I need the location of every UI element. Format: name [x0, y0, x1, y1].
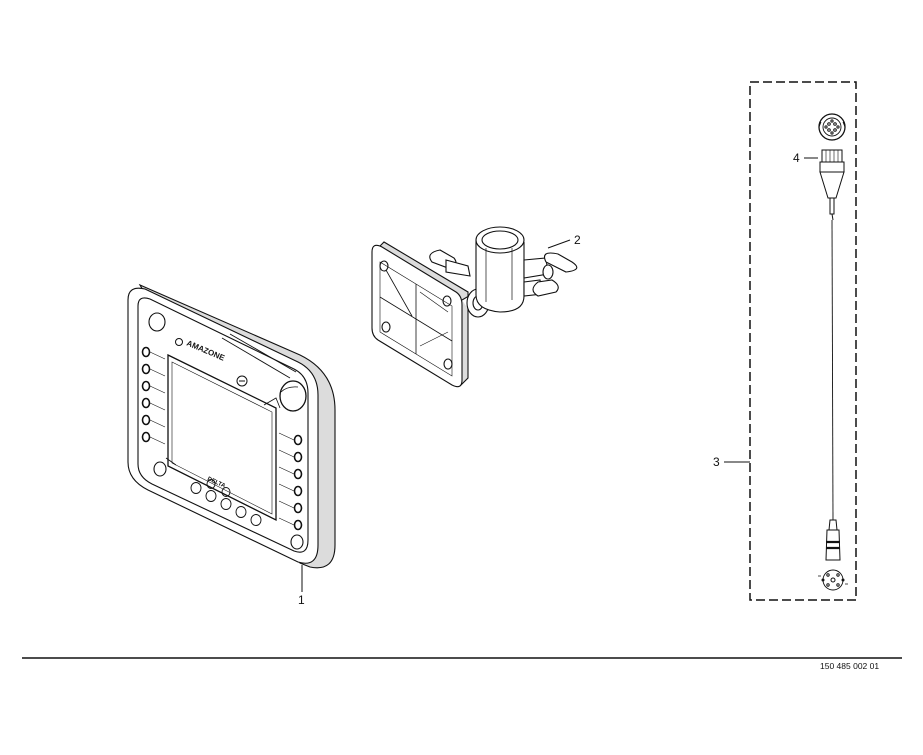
mounting-bracket — [371, 226, 578, 388]
connector-plug-icon — [819, 149, 845, 221]
control-terminal — [127, 283, 336, 569]
mount-hole-top-left — [148, 312, 166, 332]
display-screen — [167, 353, 277, 522]
power-icon — [236, 375, 248, 387]
bottom-keys — [190, 479, 262, 526]
callout-1: 1 — [298, 593, 305, 607]
document-number: 150 485 002 01 — [820, 661, 879, 671]
callout-4: 4 — [793, 151, 800, 165]
cable-line — [831, 219, 834, 521]
bottom-plug-icon — [818, 519, 848, 591]
left-softkeys — [141, 346, 151, 443]
right-softkeys — [293, 434, 303, 531]
kit-boundary — [749, 81, 857, 601]
rotary-knob — [221, 333, 307, 412]
callout-3: 3 — [713, 455, 720, 469]
mount-hole-bottom-right — [290, 534, 304, 550]
callout-2: 2 — [574, 233, 581, 247]
mount-hole-bottom-left — [153, 461, 167, 477]
brand-logo-mark — [175, 338, 183, 346]
socket-face-icon — [818, 113, 846, 141]
leader-line-2 — [547, 239, 571, 249]
cable-assembly — [818, 113, 848, 591]
